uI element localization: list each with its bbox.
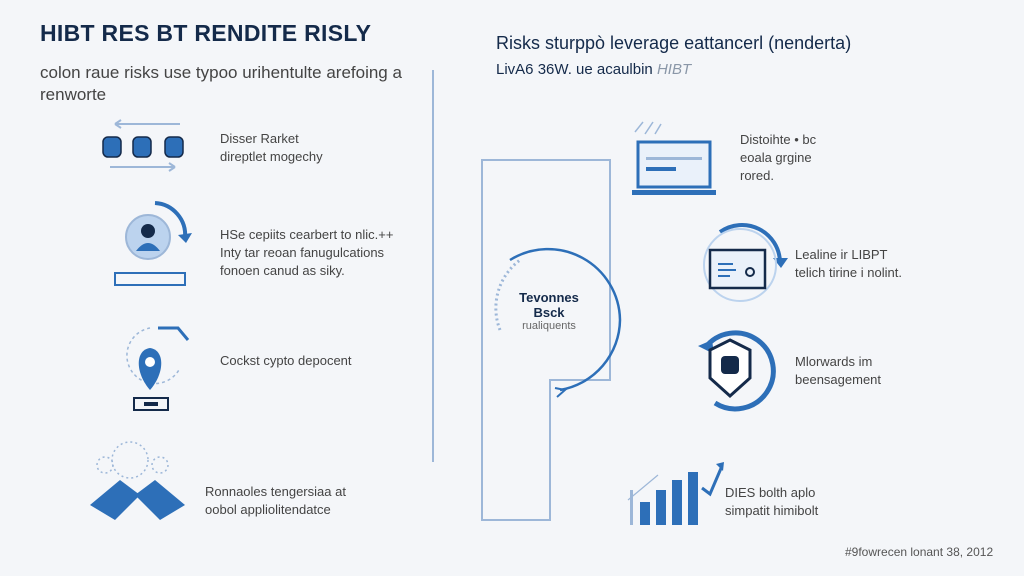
page-title: HIBT RES BT RENDITE RISLY — [40, 20, 372, 46]
column-divider — [432, 70, 434, 462]
right-item-3-line: Mlorwards im — [795, 354, 873, 369]
right-item-1-line: Distoihte • bc — [740, 132, 817, 147]
right-subtitle-text: LivA6 36W. ue acaulbin — [496, 61, 653, 78]
left-item-1-line: direptlet mogechy — [220, 149, 323, 164]
coins-exchange-icon — [102, 119, 184, 172]
center-label: Tevonnes Bsck rualiquents — [514, 290, 584, 332]
center-label-line: rualiquents — [522, 320, 576, 332]
right-item-4: DIES bolth aplo simpatit himibolt — [725, 484, 818, 520]
right-item-4-line: simpatit himibolt — [725, 503, 819, 518]
left-item-4-line: oobol appliolitendatce — [205, 502, 331, 517]
right-item-3: Mlorwards im beensagement — [795, 353, 881, 389]
left-item-2-line: Inty tar reoan fanugulcations — [220, 245, 385, 260]
left-item-4: Ronnaoles tengersiaa at oobol appliolite… — [205, 483, 346, 519]
footer-date: #9fowrecen lonant 38, 2012 — [845, 545, 994, 559]
right-item-4-line: DIES bolth aplo — [725, 485, 816, 500]
center-label-line: Tevonnes — [519, 290, 579, 305]
left-item-1-line: Disser Rarket — [220, 131, 299, 146]
right-subtitle-tag: HIBT — [656, 61, 692, 78]
card-cycle-icon — [703, 222, 788, 302]
left-item-1: Disser Rarket direptlet mogechy — [220, 130, 323, 166]
left-item-3: Cockst cypto depocent — [220, 352, 352, 370]
right-item-2: Lealine ir LIBPT telich tirine i nolint. — [795, 246, 902, 282]
left-item-3-line: Cockst cypto depocent — [220, 353, 352, 368]
handshake-icon — [90, 441, 185, 520]
user-cycle-icon — [114, 201, 192, 286]
left-item-4-line: Ronnaoles tengersiaa at — [205, 484, 346, 499]
right-item-1-line: rored. — [740, 168, 774, 183]
right-item-2-line: Lealine ir LIBPT — [795, 247, 888, 262]
left-item-2: HSe cepiits cearbert to nlic.++ Inty tar… — [220, 226, 393, 280]
page-subtitle: colon raue risks use typoo urihentulte a… — [40, 63, 402, 104]
right-item-3-line: beensagement — [795, 372, 882, 387]
left-item-2-line: HSe cepiits cearbert to nlic.++ — [220, 227, 394, 242]
location-pin-icon — [126, 326, 190, 411]
shield-icon — [698, 330, 776, 412]
left-item-2-line: fonoen canud as siky. — [220, 263, 345, 278]
bar-chart-growth-icon — [627, 462, 724, 525]
center-label-line: Bsck — [533, 305, 565, 320]
right-subtitle: LivA6 36W. ue acaulbin HIBT — [496, 61, 691, 78]
right-item-2-line: telich tirine i nolint. — [795, 265, 902, 280]
flow-bracket-diagram — [481, 159, 622, 521]
right-item-1: Distoihte • bc eoala grgine rored. — [740, 131, 816, 185]
right-item-1-line: eoala grgine — [740, 150, 812, 165]
right-title: Risks sturppò leverage eattancerl (nende… — [496, 33, 852, 53]
monitor-icon — [632, 121, 716, 195]
